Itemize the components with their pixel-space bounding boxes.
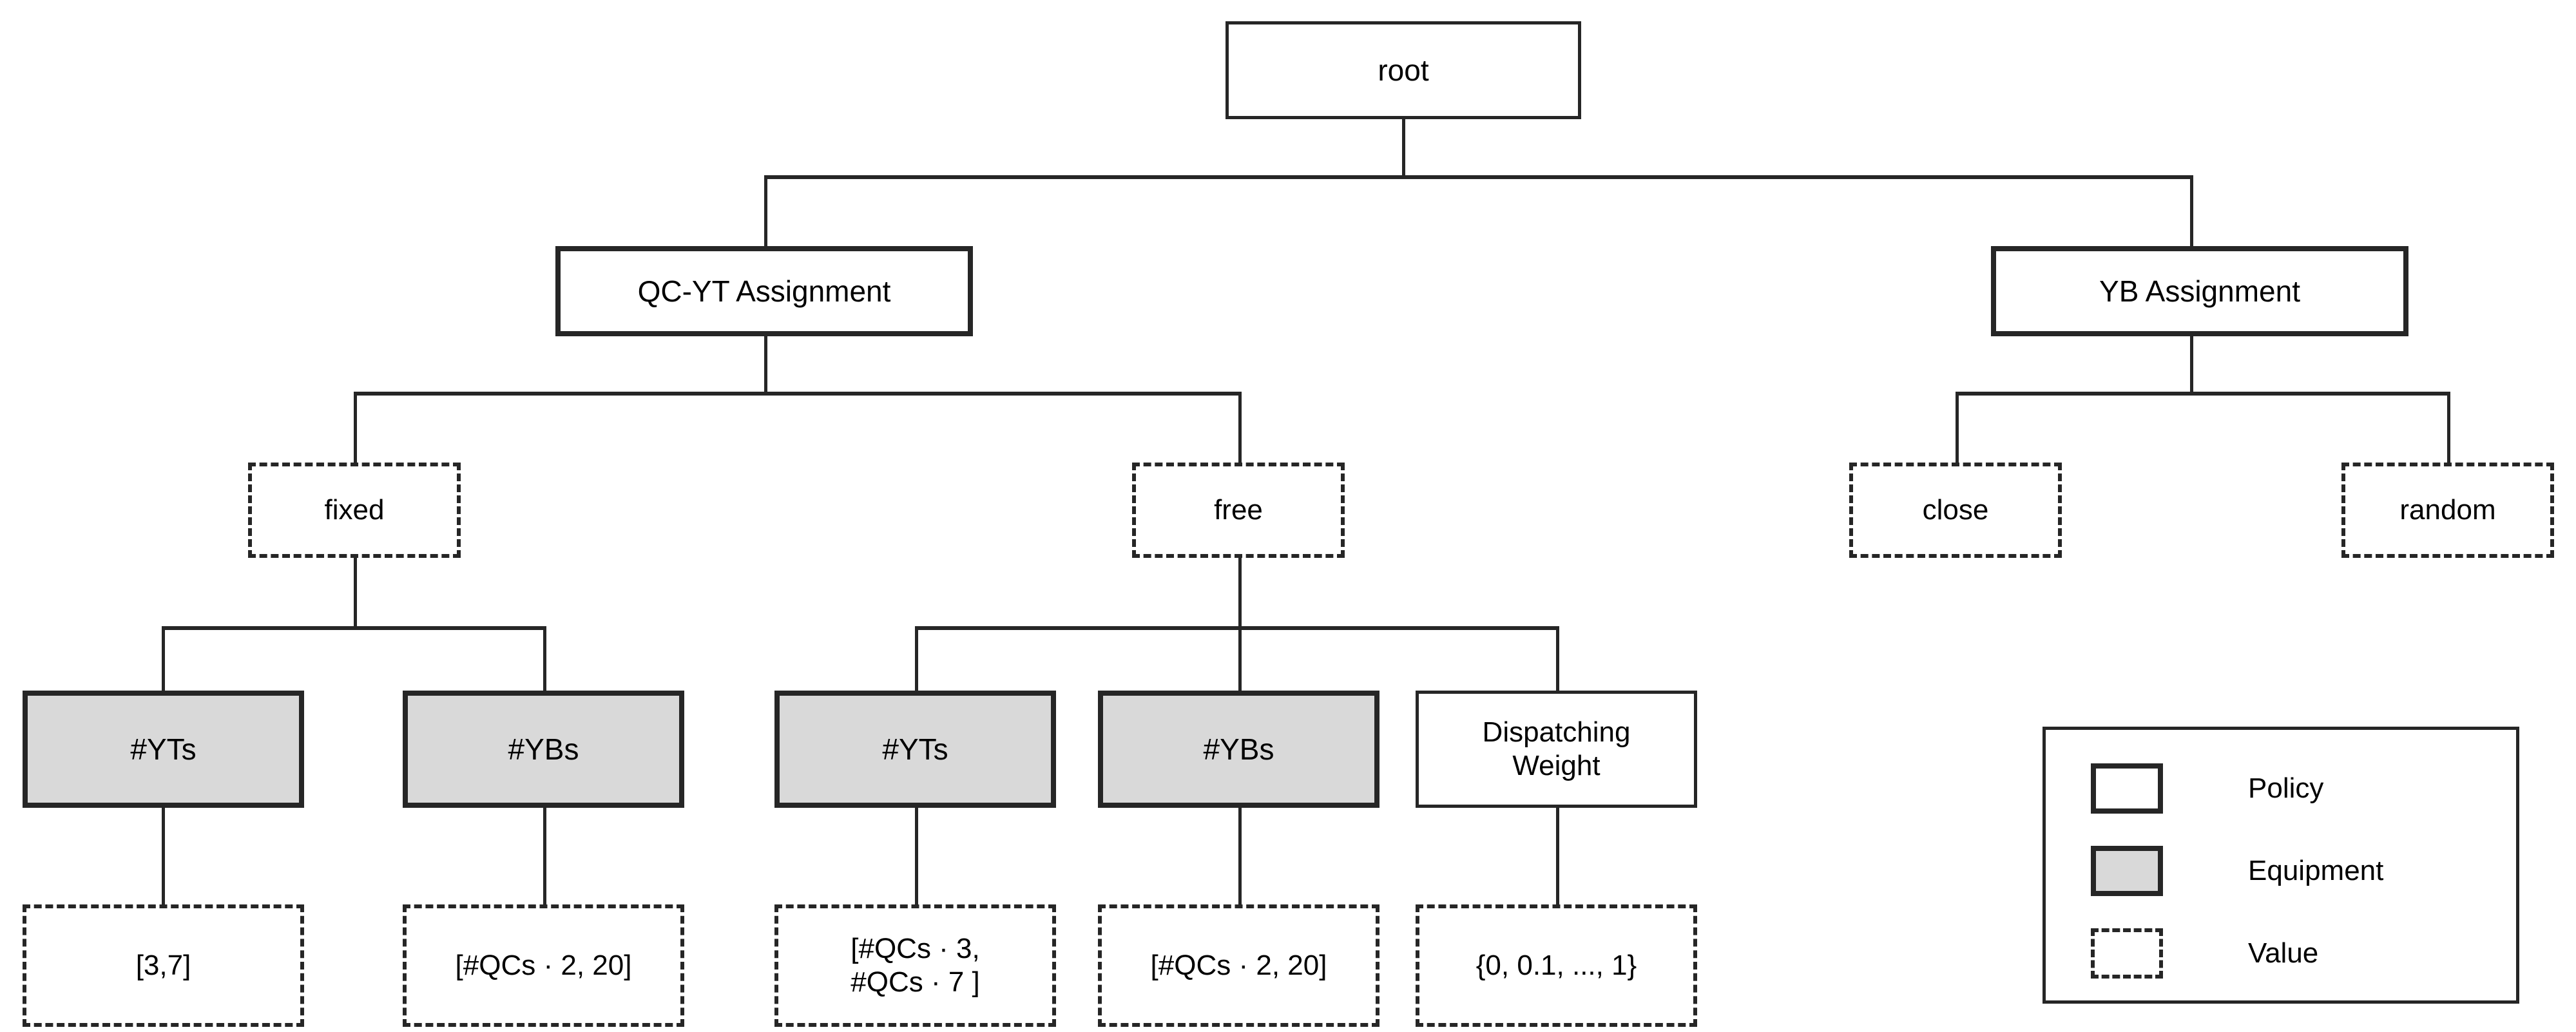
connector-fixed-yts-leaf (162, 807, 165, 907)
node-root[interactable]: root (1226, 21, 1581, 119)
node-free-ybs[interactable]: #YBs (1098, 691, 1379, 808)
node-free[interactable]: free (1132, 463, 1345, 558)
connector-free-ybs-leaf (1238, 807, 1242, 907)
connector-fixed-ybs-leaf (543, 807, 546, 907)
node-free-yts-label: #YTs (882, 732, 948, 766)
node-free-ybs-value-label: [#QCs · 2, 20] (1150, 950, 1327, 982)
connector-level4-fixed-bus (162, 626, 546, 630)
value-swatch-icon (2091, 928, 2163, 979)
connector-to-qcyt (764, 175, 767, 246)
node-random-label: random (2399, 494, 2496, 526)
node-qc-yt-assignment[interactable]: QC-YT Assignment (555, 246, 973, 336)
connector-to-free (1238, 392, 1242, 463)
node-fixed-yts-label: #YTs (130, 732, 197, 766)
connector-root-down (1402, 119, 1405, 178)
connector-level3-left-bus (354, 392, 1242, 396)
legend-item-equipment-label: Equipment (2248, 855, 2384, 886)
connector-to-dispatching-weight (1556, 626, 1559, 691)
legend-item-value-label: Value (2248, 937, 2319, 969)
node-qc-yt-assignment-label: QC-YT Assignment (637, 274, 891, 308)
connector-free-yts-leaf (915, 807, 918, 907)
connector-dispatching-weight-leaf (1556, 807, 1559, 907)
node-fixed[interactable]: fixed (248, 463, 461, 558)
equipment-swatch-icon (2091, 846, 2163, 896)
node-root-label: root (1378, 53, 1429, 87)
legend: Policy Equipment Value (2043, 727, 2519, 1004)
node-fixed-yts-value[interactable]: [3,7] (23, 904, 304, 1027)
node-free-yts-value-label: [#QCs · 3, #QCs · 7 ] (851, 933, 980, 998)
connector-level2-bus (764, 175, 2193, 179)
node-fixed-ybs-value-label: [#QCs · 2, 20] (455, 950, 632, 982)
policy-swatch-icon (2091, 763, 2163, 814)
connector-qcyt-down (764, 335, 767, 394)
legend-item-policy: Policy (2091, 763, 2323, 814)
node-fixed-yts-value-label: [3,7] (135, 950, 191, 982)
node-dispatching-weight[interactable]: Dispatching Weight (1416, 691, 1697, 808)
connector-to-fixed (354, 392, 357, 463)
node-fixed-label: fixed (324, 494, 385, 526)
connector-free-down (1238, 557, 1242, 629)
connector-to-free-yts (915, 626, 918, 691)
node-fixed-yts[interactable]: #YTs (23, 691, 304, 808)
connector-to-yb (2190, 175, 2193, 246)
connector-to-fixed-ybs (543, 626, 546, 691)
node-dispatching-weight-value[interactable]: {0, 0.1, ..., 1} (1416, 904, 1697, 1027)
connector-to-free-ybs (1238, 626, 1242, 691)
node-yb-assignment[interactable]: YB Assignment (1991, 246, 2408, 336)
legend-item-value: Value (2091, 928, 2318, 979)
node-fixed-ybs-value[interactable]: [#QCs · 2, 20] (403, 904, 684, 1027)
node-dispatching-weight-label: Dispatching Weight (1482, 716, 1631, 781)
node-free-yts[interactable]: #YTs (774, 691, 1056, 808)
node-close-label: close (1922, 494, 1989, 526)
node-close[interactable]: close (1849, 463, 2062, 558)
node-free-ybs-value[interactable]: [#QCs · 2, 20] (1098, 904, 1379, 1027)
legend-item-equipment: Equipment (2091, 846, 2383, 896)
node-free-ybs-label: #YBs (1203, 732, 1274, 766)
node-free-yts-value[interactable]: [#QCs · 3, #QCs · 7 ] (774, 904, 1056, 1027)
node-fixed-ybs[interactable]: #YBs (403, 691, 684, 808)
connector-level4-free-bus (915, 626, 1559, 630)
node-dispatching-weight-value-label: {0, 0.1, ..., 1} (1475, 950, 1637, 982)
connector-to-fixed-yts (162, 626, 165, 691)
connector-fixed-down (354, 557, 357, 629)
node-free-label: free (1214, 494, 1263, 526)
connector-to-close (1956, 392, 1959, 463)
connector-yb-down (2190, 335, 2193, 394)
connector-to-random (2447, 392, 2450, 463)
node-random[interactable]: random (2341, 463, 2554, 558)
node-fixed-ybs-label: #YBs (508, 732, 579, 766)
node-yb-assignment-label: YB Assignment (2099, 274, 2300, 308)
connector-level3-right-bus (1956, 392, 2450, 396)
legend-item-policy-label: Policy (2248, 772, 2324, 804)
